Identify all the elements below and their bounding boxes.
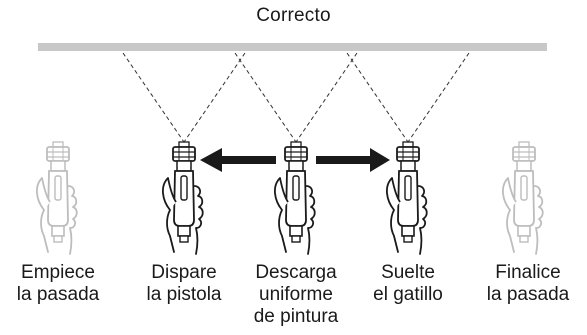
step-line: de pintura — [253, 306, 339, 327]
step-finish-pass-label: Finalice la pasada — [473, 262, 583, 306]
spray-gun-end-faded-icon — [502, 141, 544, 255]
step-line: Descarga — [255, 262, 337, 283]
step-line: uniforme — [259, 284, 333, 305]
spray-gun-start-faded-icon — [36, 141, 78, 255]
step-line: Dispare — [151, 262, 217, 283]
painted-surface — [38, 43, 547, 51]
step-line: Empiece — [21, 262, 95, 283]
diagram-title: Correcto — [256, 5, 331, 26]
arrow-left-icon — [200, 148, 276, 172]
step-start-pass-label: Empiece la pasada — [3, 262, 113, 306]
spray-patterns — [122, 52, 470, 143]
arrow-right-icon — [316, 148, 390, 172]
spray-gun-uniform-icon — [274, 141, 316, 255]
spray-gun-release-icon — [386, 141, 428, 255]
step-trigger-gun-label: Dispare la pistola — [129, 262, 239, 306]
step-line: la pistola — [146, 284, 222, 305]
step-line: Finalice — [495, 262, 561, 283]
step-line: la pasada — [16, 284, 100, 305]
step-line: el gatillo — [373, 284, 443, 305]
spray-gun-trigger-icon — [162, 141, 204, 255]
step-line: Suelte — [381, 262, 435, 283]
step-release-trigger-label: Suelte el gatillo — [353, 262, 463, 306]
step-line: la pasada — [486, 284, 570, 305]
step-uniform-discharge-label: Descarga uniforme de pintura — [241, 262, 351, 328]
